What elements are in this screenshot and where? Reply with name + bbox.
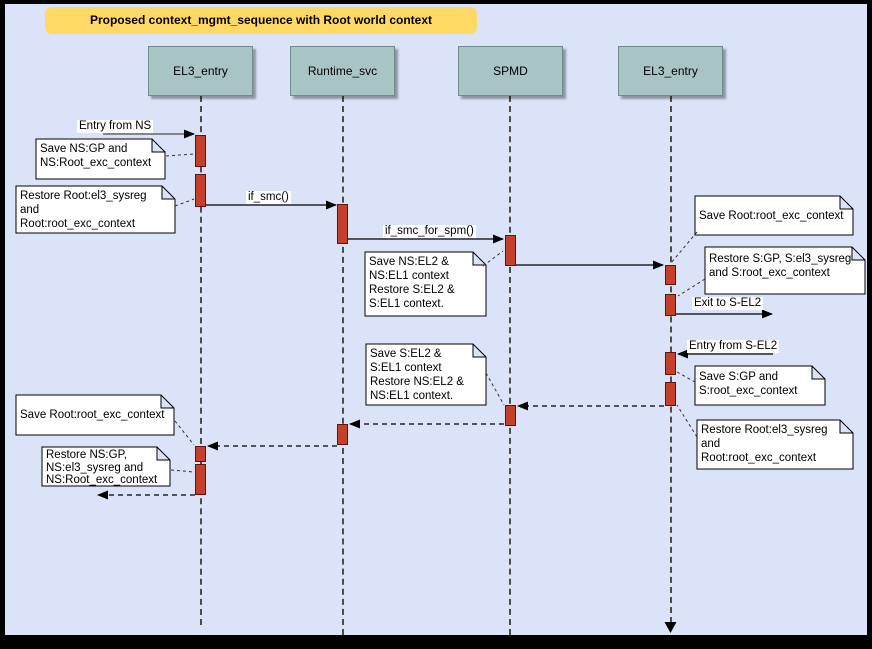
diagram-canvas <box>5 4 867 635</box>
activation-runtime-a <box>337 204 348 244</box>
activation-el3-2-a <box>665 265 676 285</box>
note-save-root-left: Save Root:root_exc_context <box>20 409 165 421</box>
note-restore-root-left-shape <box>15 185 176 234</box>
note-restore-ns-shape <box>41 446 171 487</box>
note-save-ns-el2-shape <box>364 251 487 317</box>
lifeline-runtime-svc <box>342 96 344 635</box>
actor-el3-entry-1: EL3_entry <box>148 46 253 96</box>
note-restore-ns: Restore NS:GP, NS:el3_sysreg and NS:Root… <box>46 449 158 486</box>
diagram-title: Proposed context_mgmt_sequence with Root… <box>45 7 477 34</box>
activation-el3-1-a <box>195 135 206 167</box>
note-restore-root-right-shape <box>696 419 854 470</box>
lifeline-end-arrow <box>664 622 677 633</box>
note-restore-root-left: Restore Root:el3_sysreg and Root:root_ex… <box>20 190 147 230</box>
activation-el3-1-b <box>195 174 206 207</box>
note-connectors <box>165 153 706 473</box>
note-save-s-gp: Save S:GP and S:root_exc_context <box>699 371 798 397</box>
activation-spmd-b <box>505 405 516 426</box>
note-save-root-right-shape <box>694 195 854 236</box>
note-restore-root-right: Restore Root:el3_sysreg and Root:root_ex… <box>701 424 828 464</box>
activation-el3-2-b <box>665 294 676 316</box>
label-if-smc-for-spm: if_smc_for_spm() <box>383 225 476 238</box>
activation-el3-1-c <box>195 446 206 462</box>
lifeline-spmd <box>509 96 511 635</box>
note-save-ns-gp: Save NS:GP and NS:Root_exc_context <box>40 143 152 169</box>
note-restore-s: Restore S:GP, S:el3_sysreg and S:root_ex… <box>709 253 852 279</box>
activation-runtime-b <box>337 424 348 445</box>
label-entry-from-sel2: Entry from S-EL2 <box>687 340 780 353</box>
note-save-s-el2-shape <box>365 343 487 406</box>
note-save-ns-el2: Save NS:EL2 & NS:EL1 context Restore S:E… <box>369 256 455 310</box>
note-save-root-right: Save Root:root_exc_context <box>699 209 844 222</box>
actor-el3-entry-2: EL3_entry <box>618 46 723 96</box>
label-exit-to-sel2: Exit to S-EL2 <box>692 297 764 310</box>
actor-runtime-svc: Runtime_svc <box>290 46 395 96</box>
activation-el3-1-d <box>195 464 206 495</box>
note-save-root-left-shape <box>15 394 175 436</box>
note-save-s-el2: Save S:EL2 & S:EL1 context Restore NS:EL… <box>370 348 464 402</box>
actor-spmd: SPMD <box>458 46 563 96</box>
activation-el3-2-c <box>665 352 676 375</box>
label-entry-from-ns: Entry from NS <box>77 120 154 133</box>
note-save-ns-gp-shape <box>35 138 166 180</box>
label-if-smc: if_smc() <box>246 191 291 204</box>
note-shapes <box>15 138 866 487</box>
note-restore-s-shape <box>704 246 866 295</box>
activation-spmd-a <box>505 235 516 266</box>
activation-el3-2-d <box>665 382 676 406</box>
note-save-s-gp-shape <box>694 365 826 406</box>
lifeline-el3-entry-1 <box>200 96 202 625</box>
